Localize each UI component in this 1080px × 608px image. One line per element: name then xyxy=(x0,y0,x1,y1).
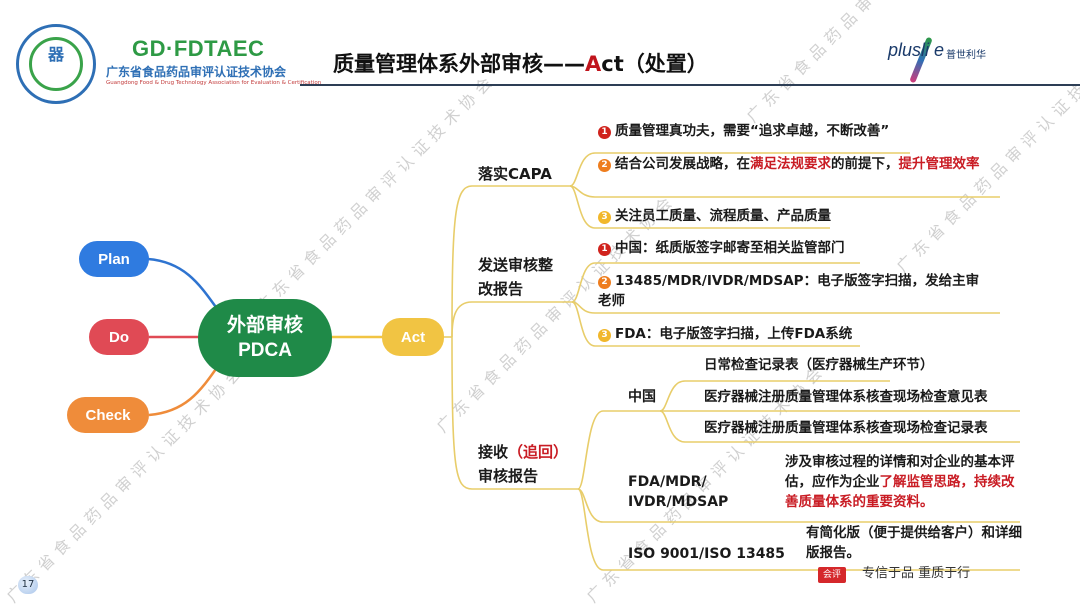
title-suffix: ct（处置） xyxy=(601,52,708,76)
branch-send-report[interactable]: 发送审核整 改报告 xyxy=(478,253,553,301)
send-item-3-text: FDA：电子版签字扫描，上传FDA系统 xyxy=(615,326,853,342)
capa-item-1-text: 质量管理真功夫，需要“追求卓越，不断改善” xyxy=(615,123,890,139)
sub-fda-mdr[interactable]: FDA/MDR/ IVDR/MDSAP xyxy=(628,472,728,512)
slide-number: 17 xyxy=(18,576,38,594)
brand-logo: plusli e xyxy=(888,40,945,60)
org-name: 广东省食品药品审评认证技术协会 xyxy=(106,65,287,79)
number-badge-3: 3 xyxy=(598,211,611,224)
node-do[interactable]: Do xyxy=(89,319,149,355)
number-badge-3: 3 xyxy=(598,329,611,342)
node-plan[interactable]: Plan xyxy=(79,241,149,277)
source-slogan: 专信于品 重质于行 xyxy=(862,566,971,581)
org-logo-ring xyxy=(29,37,83,91)
org-logo: 器 xyxy=(16,24,96,104)
fda-mdr-description: 涉及审核过程的详情和对企业的基本评估，应作为企业了解监管思路，持续改善质量体系的… xyxy=(785,452,1025,512)
org-abbreviation: GD·FDTAEC xyxy=(132,36,265,61)
brand-name-cn: 普世利华 xyxy=(946,50,986,61)
sub-china[interactable]: 中国 xyxy=(628,389,656,405)
number-badge-2: 2 xyxy=(598,159,611,172)
china-doc-2: 医疗器械注册质量管理体系核查现场检查意见表 xyxy=(704,389,988,405)
capa-item-3-text: 关注员工质量、流程质量、产品质量 xyxy=(615,208,831,224)
branch-receive-highlight: （追回） xyxy=(508,443,569,461)
title-accent: A xyxy=(585,52,602,76)
send-item-2-text: 13485/MDR/IVDR/MDSAP：电子版签字扫描，发给主审老师 xyxy=(598,273,980,309)
branch-send-report-line2: 改报告 xyxy=(478,280,524,298)
branch-receive-line2: 审核报告 xyxy=(478,467,539,485)
header-divider xyxy=(300,84,1080,86)
fda-desc-text: 涉及审核过程的详情和对企业的基本评估，应作为企业 xyxy=(785,454,1015,490)
capa-item-2: 2 结合公司发展战略，在满足法规要求的前提下，提升管理效率 xyxy=(598,154,983,174)
capa-item-2-highlight-1: 满足法规要求 xyxy=(750,156,831,172)
number-badge-1: 1 xyxy=(598,126,611,139)
center-line1: 外部审核 xyxy=(226,315,303,336)
branch-send-report-line1: 发送审核整 xyxy=(478,256,554,274)
fda-desc-highlight: 了解监管思路，持续改善质量体系的重要资料。 xyxy=(785,474,1015,510)
source-badge: 会评 xyxy=(818,567,846,583)
node-check[interactable]: Check xyxy=(67,397,149,433)
capa-item-1: 1 质量管理真功夫，需要“追求卓越，不断改善” xyxy=(598,121,889,141)
capa-item-2-pre: 结合公司发展战略，在 xyxy=(615,156,750,172)
node-act[interactable]: Act xyxy=(382,318,444,356)
sub-fda-mdr-line2: IVDR/MDSAP xyxy=(628,494,729,510)
iso-description: 有简化版（便于提供给客户）和详细版报告。 xyxy=(806,525,1022,561)
capa-item-2-mid: 的前提下， xyxy=(831,156,899,172)
number-badge-2: 2 xyxy=(598,276,611,289)
branch-receive-line1: 接收 xyxy=(478,443,509,461)
sub-iso[interactable]: ISO 9001/ISO 13485 xyxy=(628,546,785,562)
org-name-english: Guangdong Food & Drug Technology Associa… xyxy=(106,80,322,86)
branch-receive-report[interactable]: 接收（追回） 审核报告 xyxy=(478,440,568,488)
china-doc-3: 医疗器械注册质量管理体系核查现场检查记录表 xyxy=(704,420,988,436)
capa-item-3: 3 关注员工质量、流程质量、产品质量 xyxy=(598,206,831,226)
china-doc-1: 日常检查记录表（医疗器械生产环节） xyxy=(704,357,934,373)
page-title: 质量管理体系外部审核——Act（处置） xyxy=(333,48,708,78)
sub-fda-mdr-line1: FDA/MDR/ xyxy=(628,474,707,490)
branch-capa[interactable]: 落实CAPA xyxy=(478,165,552,183)
title-prefix: 质量管理体系外部审核—— xyxy=(333,52,585,76)
center-line2: PDCA xyxy=(238,340,292,361)
capa-item-2-highlight-2: 提升管理效率 xyxy=(898,156,980,172)
number-badge-1: 1 xyxy=(598,243,611,256)
org-logo-glyph: 器 xyxy=(47,45,64,64)
send-item-3: 3 FDA：电子版签字扫描，上传FDA系统 xyxy=(598,324,852,344)
send-item-1: 1 中国：纸质版签字邮寄至相关监管部门 xyxy=(598,238,845,258)
node-center-pdca[interactable]: 外部审核 PDCA xyxy=(198,299,332,377)
send-item-1-text: 中国：纸质版签字邮寄至相关监管部门 xyxy=(615,240,845,256)
